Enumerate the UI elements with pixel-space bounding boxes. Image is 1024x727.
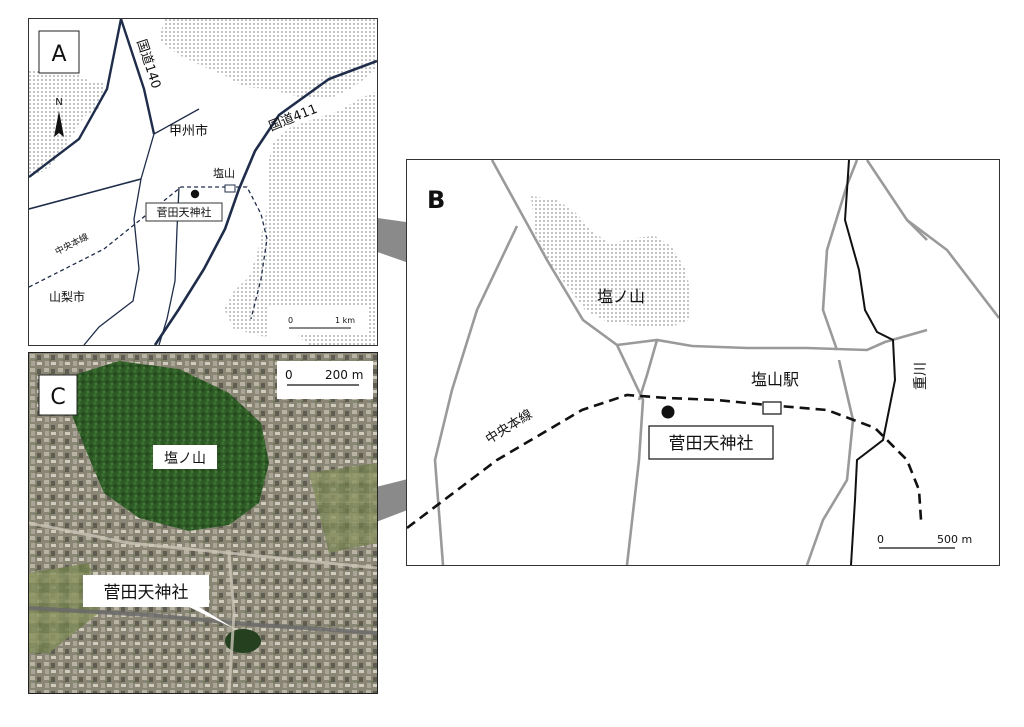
field-patch	[29, 563, 99, 653]
road	[433, 225, 519, 565]
scale-box	[277, 361, 373, 399]
shrine-label: 菅田天神社	[104, 583, 189, 603]
scale-zero: 0	[285, 368, 293, 382]
panel-b-letter: B	[427, 186, 445, 214]
shionoyama-mountain-area	[531, 196, 691, 328]
satellite-panel-c: C 0 200 m 塩ノ山 菅田天神社	[28, 352, 378, 694]
enzan-label: 塩山	[213, 166, 235, 180]
mountain-area-nw	[29, 69, 104, 177]
road	[637, 339, 659, 401]
shrine-label: 菅田天神社	[669, 434, 754, 454]
national-road-140	[119, 19, 156, 135]
chuo-line-label: 中央本線	[53, 231, 91, 258]
scale-zero: 0	[288, 316, 293, 325]
north-label: N	[55, 97, 62, 108]
road	[805, 359, 855, 565]
panel-a-letter: A	[51, 42, 66, 67]
shrine-marker	[661, 405, 675, 419]
shrine-label: 菅田天神社	[157, 205, 212, 219]
omogawa-river	[843, 160, 897, 565]
road	[865, 160, 999, 319]
yamanashi-city-label: 山梨市	[49, 289, 85, 304]
shionoyama-label: 塩ノ山	[164, 451, 206, 467]
shrine-callout-box	[83, 575, 235, 629]
omogawa-label: 重川	[913, 362, 929, 390]
mountain-area-north	[159, 19, 377, 99]
shrine-label-box	[648, 425, 774, 460]
koshu-city-label: 甲州市	[169, 123, 208, 139]
minor-road	[83, 108, 200, 345]
national-road-411	[153, 59, 377, 345]
railway-track	[29, 606, 377, 635]
north-arrow-icon	[54, 111, 64, 137]
panel-c-letter: C	[50, 385, 65, 410]
shrine-label-box	[145, 202, 223, 222]
map-panel-b: B 塩ノ山 塩山駅 中央本線 菅田天神社 重川 0 500 m	[406, 159, 1000, 566]
enzan-station-marker	[224, 184, 236, 193]
road	[227, 552, 236, 693]
shionoyama-label: 塩ノ山	[597, 287, 645, 306]
shionoyama-label-box	[153, 445, 217, 469]
road-140-label: 国道140	[133, 38, 163, 91]
enzan-station-label: 塩山駅	[751, 370, 799, 389]
national-road-140-south	[29, 178, 142, 210]
scale-end: 1 km	[335, 316, 355, 325]
chuo-line-railway	[29, 186, 268, 320]
chuo-line-railway	[407, 393, 923, 530]
scale-end: 200 m	[325, 368, 363, 382]
scale-zero: 0	[877, 533, 884, 546]
field-patch	[309, 463, 377, 553]
panel-c-letter-box	[38, 374, 78, 416]
road	[906, 219, 928, 241]
road	[616, 328, 928, 352]
road	[29, 521, 377, 570]
scale-end: 500 m	[937, 533, 972, 546]
map-panel-a: A N 国道140 国道411 甲州市 塩山 菅田天神社 中央本線 山梨市 0 …	[28, 18, 378, 346]
mountain-area-east	[224, 91, 377, 345]
road-west	[29, 19, 123, 178]
panel-a-letter-box	[38, 30, 80, 74]
shrine-marker	[190, 189, 200, 199]
enzan-station-marker	[762, 401, 782, 415]
road	[821, 160, 859, 351]
